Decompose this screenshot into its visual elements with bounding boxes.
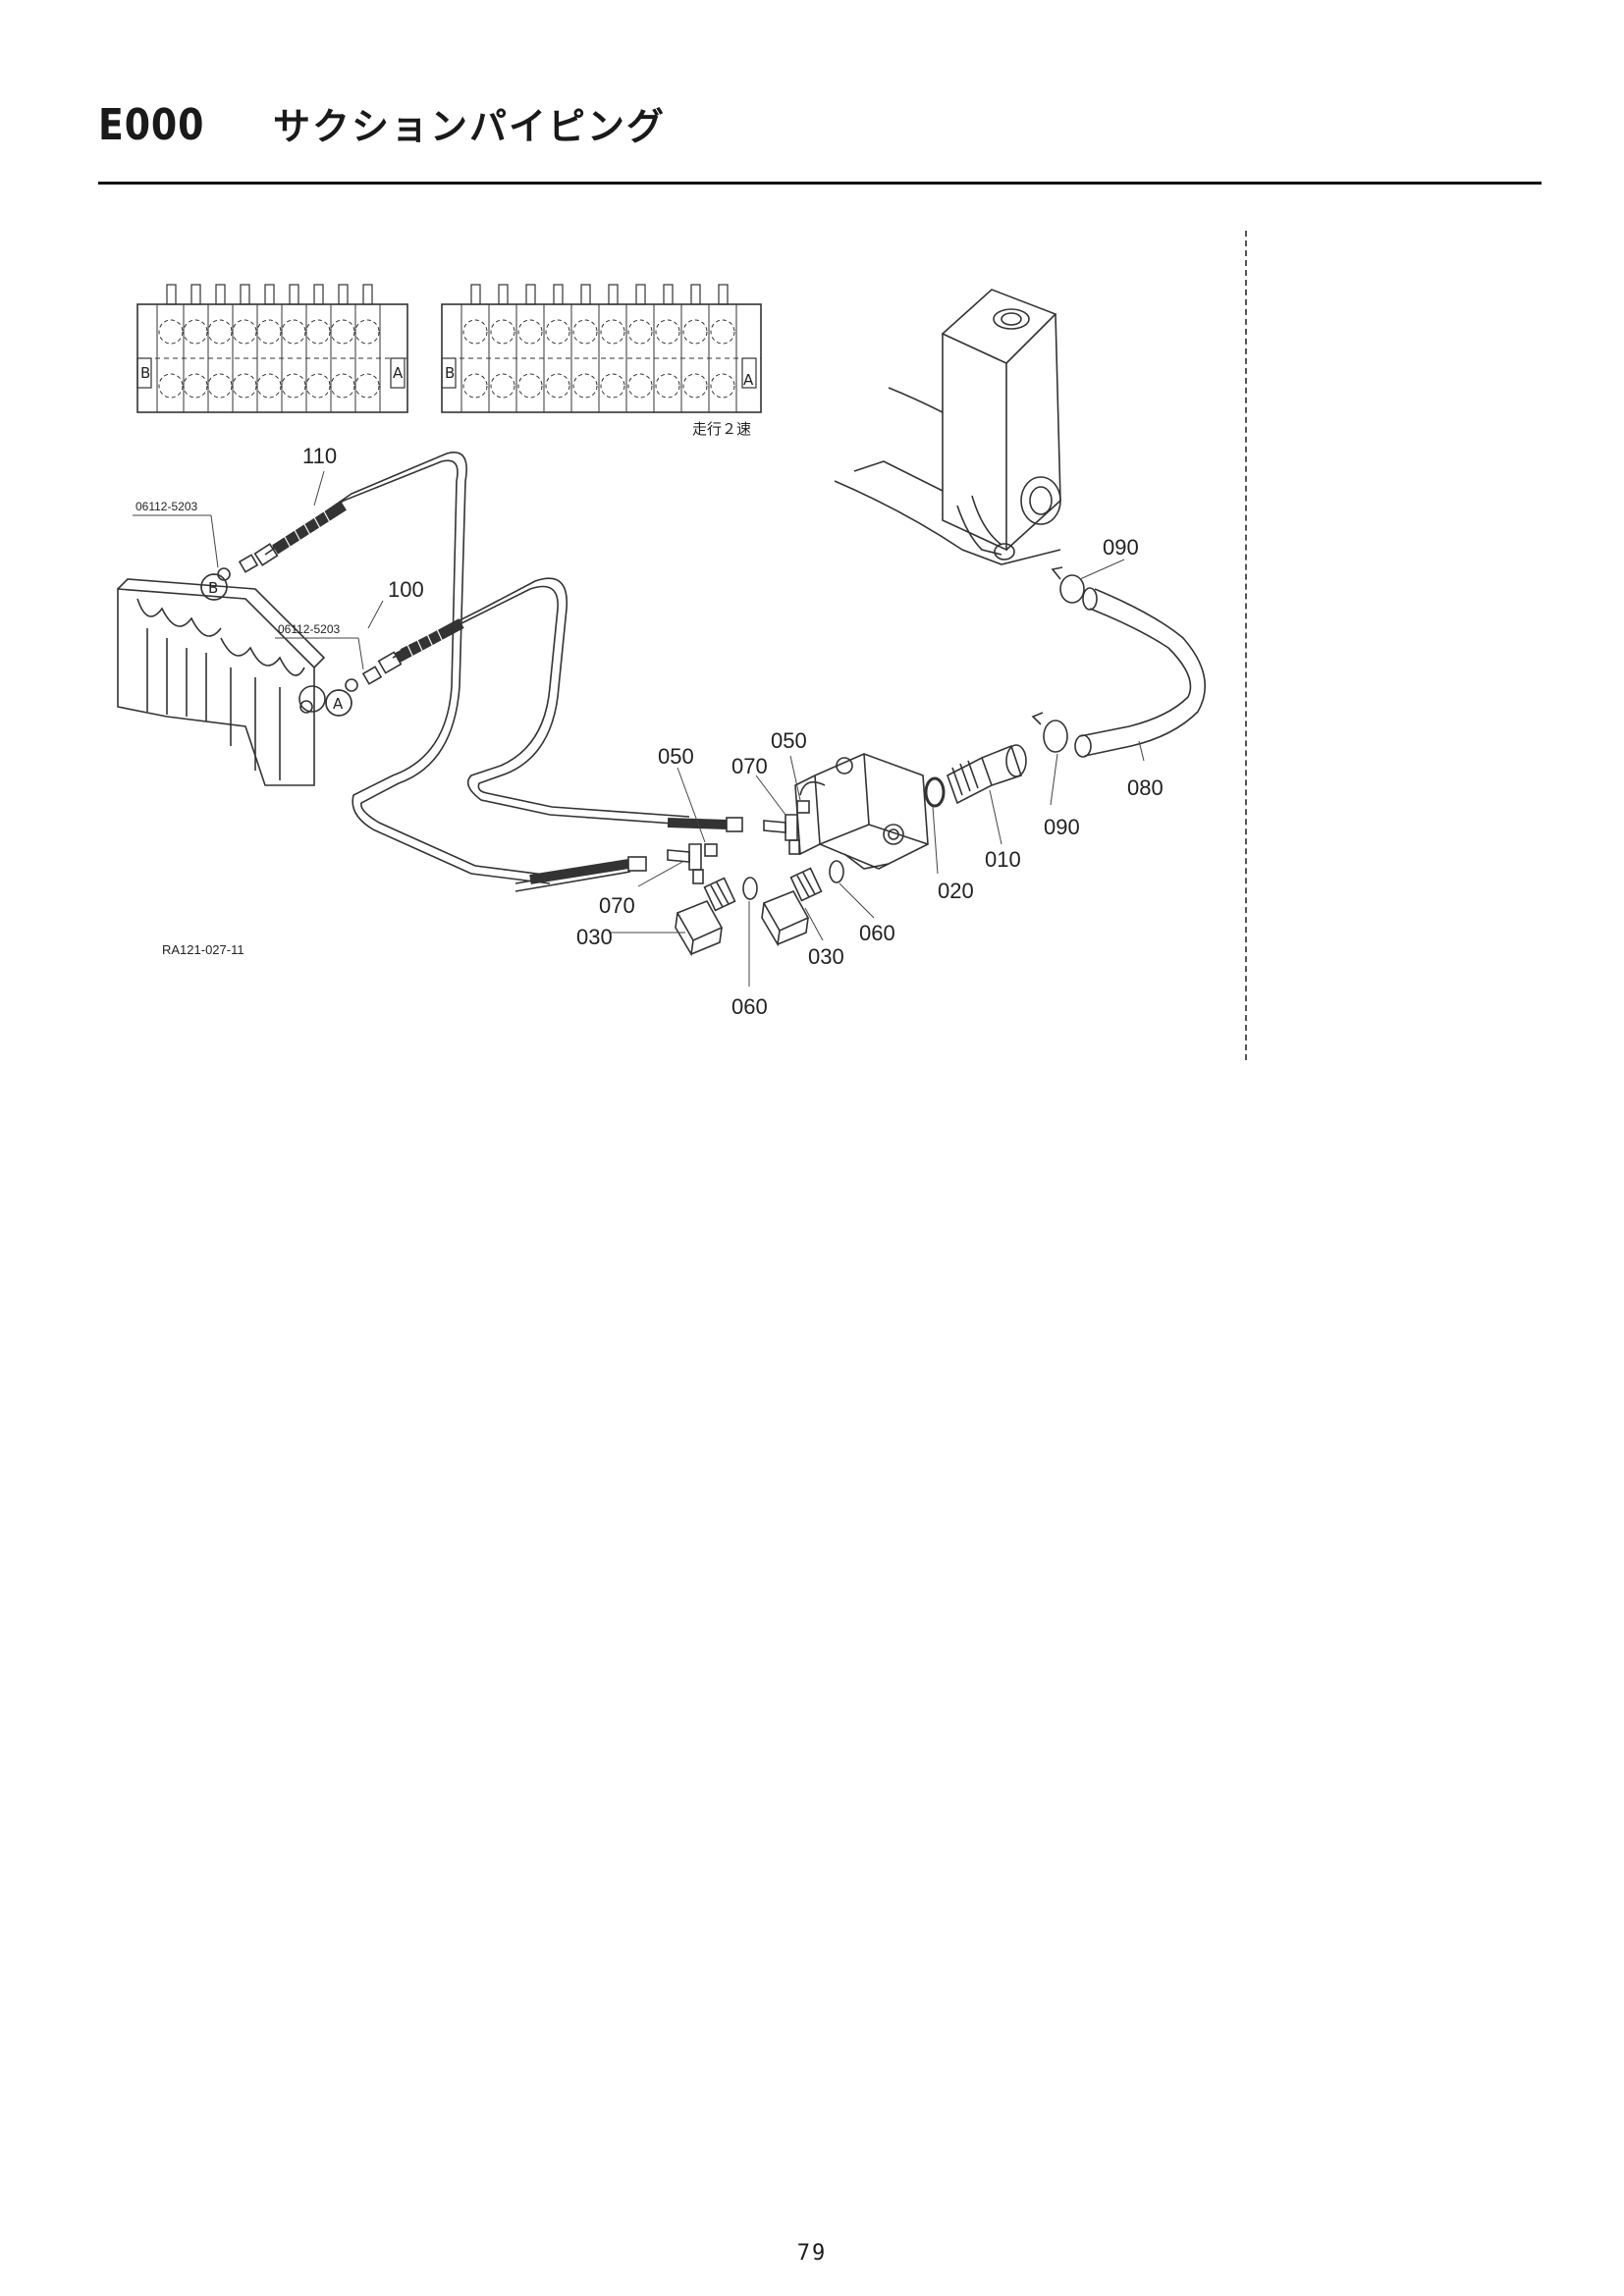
hose-end-100 <box>377 618 464 674</box>
valve-panel-right <box>441 284 762 413</box>
callout-060-right: 060 <box>859 921 895 945</box>
callout-100: 100 <box>388 577 424 602</box>
suction-hose-080 <box>1074 587 1206 758</box>
o-ring-060-right <box>829 860 844 883</box>
callout-070-upper: 070 <box>731 754 768 778</box>
panel-right-port-b: B <box>445 364 455 382</box>
tee-fitting-upper <box>763 814 800 855</box>
page-header: E000 サクションパイピング <box>98 96 666 150</box>
control-valve-assembly <box>117 578 326 786</box>
hose-end-lower-left <box>529 856 647 884</box>
callout-06112-5203-lower: 06112-5203 <box>278 622 340 636</box>
hose-end-110 <box>253 501 347 566</box>
callout-110: 110 <box>302 444 337 468</box>
figure-reference: RA121-027-11 <box>162 942 244 957</box>
hydraulic-tank <box>834 289 1061 565</box>
callout-090-upper: 090 <box>1103 535 1139 560</box>
hose-end-upper-right <box>667 817 743 832</box>
section-code: E000 <box>98 100 205 150</box>
callout-06112-5203-upper: 06112-5203 <box>135 500 197 513</box>
callout-020: 020 <box>938 879 974 903</box>
section-title: サクションパイピング <box>273 105 667 148</box>
panel-left-port-a: A <box>393 364 404 382</box>
o-ring-020 <box>924 776 946 808</box>
callout-080: 080 <box>1127 775 1164 800</box>
valve-030-left <box>675 877 736 957</box>
hydraulic-pump <box>794 753 929 870</box>
margin-dashed-line <box>1245 231 1247 1060</box>
o-ring-060-left <box>742 877 758 900</box>
callout-030-right: 030 <box>808 944 844 969</box>
hose-110 <box>264 452 553 884</box>
callout-070-lower: 070 <box>599 893 635 918</box>
valve-030-right <box>761 867 823 947</box>
callout-010: 010 <box>985 847 1021 872</box>
valve-port-a: A <box>333 695 344 713</box>
tee-fitting-lower <box>667 843 704 884</box>
callout-060-bottom: 060 <box>731 994 768 1019</box>
valve-port-b: B <box>208 579 218 597</box>
page-number: 79 <box>796 2241 828 2266</box>
hose-clamp-090-lower <box>1031 712 1068 753</box>
callout-030-left: 030 <box>576 925 613 949</box>
panel-right-port-a: A <box>743 371 754 389</box>
adapter-010 <box>947 744 1027 805</box>
panel-left-port-b: B <box>140 364 150 382</box>
callout-050-left: 050 <box>658 744 694 769</box>
panel-note: 走行２速 <box>692 420 751 438</box>
callout-090-lower: 090 <box>1044 815 1080 839</box>
hose-100 <box>392 577 690 826</box>
hose-clamp-090-upper <box>1051 566 1085 604</box>
callout-050-right: 050 <box>771 728 807 753</box>
valve-panel-left <box>136 284 408 413</box>
header-rule <box>98 182 1542 185</box>
